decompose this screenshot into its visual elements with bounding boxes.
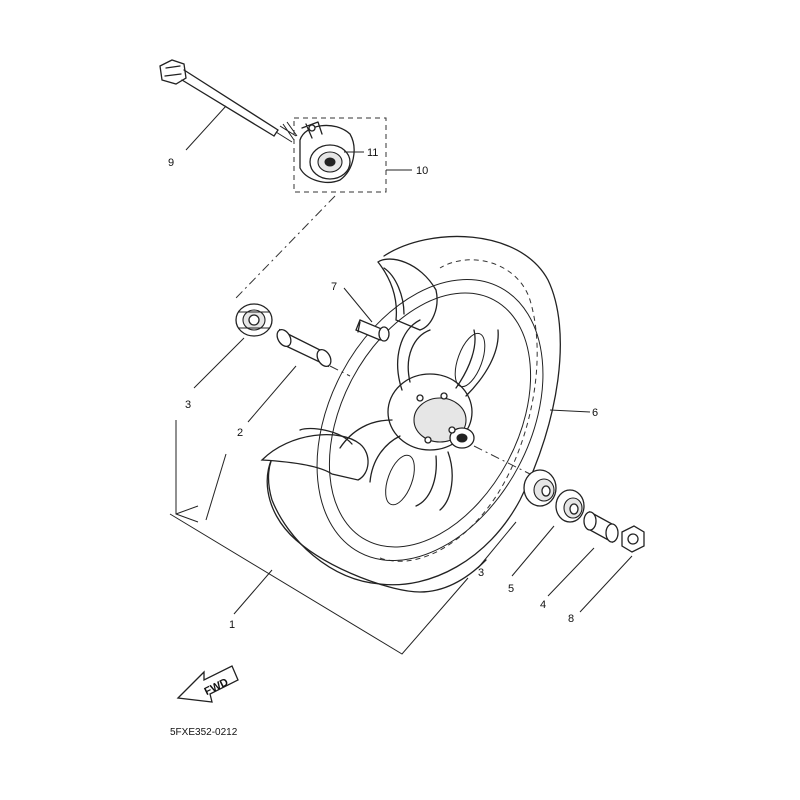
callout-3-right: 3 xyxy=(478,567,484,579)
oil-seal xyxy=(555,489,585,523)
collar-spacer xyxy=(276,328,332,368)
left-bearing xyxy=(235,303,273,337)
collar xyxy=(583,510,619,544)
callout-11: 11 xyxy=(367,147,378,159)
callout-10: 10 xyxy=(416,165,428,177)
assembly-line-mid xyxy=(329,365,351,377)
right-bearing xyxy=(523,469,557,507)
callout-9: 9 xyxy=(168,157,174,169)
callout-5: 5 xyxy=(508,583,514,595)
wheel-and-tire xyxy=(260,235,561,593)
axle-nut xyxy=(621,525,645,553)
leader-lines xyxy=(169,105,633,655)
callout-6: 6 xyxy=(592,407,598,419)
diagram-code: 5FXE352-0212 xyxy=(170,727,238,738)
callout-7: 7 xyxy=(331,281,337,293)
axle-shaft xyxy=(159,59,298,143)
callout-3-left: 3 xyxy=(185,399,191,411)
callout-8: 8 xyxy=(568,613,574,625)
gear-unit-group-box xyxy=(293,117,387,193)
callout-4: 4 xyxy=(540,599,546,611)
speedometer-gear-unit xyxy=(299,121,355,183)
assembly-line-upper xyxy=(235,195,336,299)
fwd-arrow: FWD xyxy=(176,665,239,703)
assembly-line-lower xyxy=(473,445,531,475)
callout-1: 1 xyxy=(229,619,235,631)
callout-2: 2 xyxy=(237,427,243,439)
tire-valve xyxy=(355,319,390,342)
